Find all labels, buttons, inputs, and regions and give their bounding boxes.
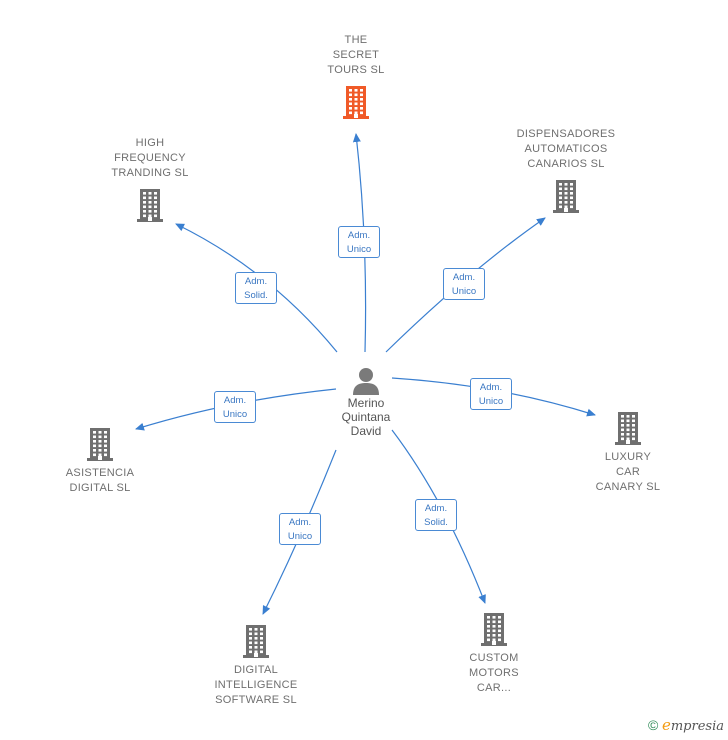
role-tag-custom[interactable]: Adm. Solid. <box>415 499 457 531</box>
role-label: Adm. Unico <box>451 272 477 297</box>
company-name: LUXURY CAR CANARY SL <box>595 451 661 493</box>
company-node-the-secret-tours[interactable]: THE SECRET TOURS SL <box>306 33 406 120</box>
center-person-name: Merino Quintana David <box>341 396 391 438</box>
role-label: Adm. Solid. <box>424 503 448 528</box>
role-tag-dispens[interactable]: Adm. Unico <box>443 268 485 300</box>
role-label: Adm. Unico <box>346 230 372 255</box>
company-name: DIGITAL INTELLIGENCE SOFTWARE SL <box>214 664 298 706</box>
company-name: CUSTOM MOTORS CAR... <box>469 652 519 694</box>
company-node-luxury-car-canary[interactable]: LUXURY CAR CANARY SL <box>583 410 673 495</box>
company-name: HIGH FREQUENCY TRANDING SL <box>111 137 189 179</box>
person-icon <box>353 368 379 395</box>
role-label: Adm. Unico <box>287 517 313 542</box>
company-node-dispensadores-automaticos-canarios[interactable]: DISPENSADORES AUTOMATICOS CANARIOS SL <box>506 127 626 214</box>
center-person[interactable]: Merino Quintana David <box>326 366 406 438</box>
copyright-symbol: © <box>648 717 659 733</box>
role-tag-luxury[interactable]: Adm. Unico <box>470 378 512 410</box>
company-name: THE SECRET TOURS SL <box>327 34 385 76</box>
brand-name: mpresia <box>670 719 724 734</box>
building-icon <box>343 86 369 119</box>
empresia-logo: © empresia <box>648 716 724 734</box>
company-name: DISPENSADORES AUTOMATICOS CANARIOS SL <box>516 128 616 170</box>
building-icon <box>615 412 641 445</box>
company-node-custom-motors-car[interactable]: CUSTOM MOTORS CAR... <box>449 611 539 696</box>
company-node-asistencia-digital[interactable]: ASISTENCIA DIGITAL SL <box>55 426 145 496</box>
building-icon <box>137 189 163 222</box>
company-name: ASISTENCIA DIGITAL SL <box>65 467 135 494</box>
building-icon <box>481 613 507 646</box>
brand-e: e <box>661 716 671 734</box>
building-icon <box>87 428 113 461</box>
role-tag-highfreq[interactable]: Adm. Solid. <box>235 272 277 304</box>
role-label: Adm. Unico <box>478 382 504 407</box>
company-node-digital-intelligence-software[interactable]: DIGITAL INTELLIGENCE SOFTWARE SL <box>201 623 311 708</box>
role-label: Adm. Solid. <box>244 276 268 301</box>
role-tag-asistencia[interactable]: Adm. Unico <box>214 391 256 423</box>
building-icon <box>553 180 579 213</box>
role-label: Adm. Unico <box>222 395 248 420</box>
building-icon <box>243 625 269 658</box>
company-node-high-frequency-tranding[interactable]: HIGH FREQUENCY TRANDING SL <box>95 136 205 223</box>
role-tag-secret[interactable]: Adm. Unico <box>338 226 380 258</box>
role-tag-digital[interactable]: Adm. Unico <box>279 513 321 545</box>
